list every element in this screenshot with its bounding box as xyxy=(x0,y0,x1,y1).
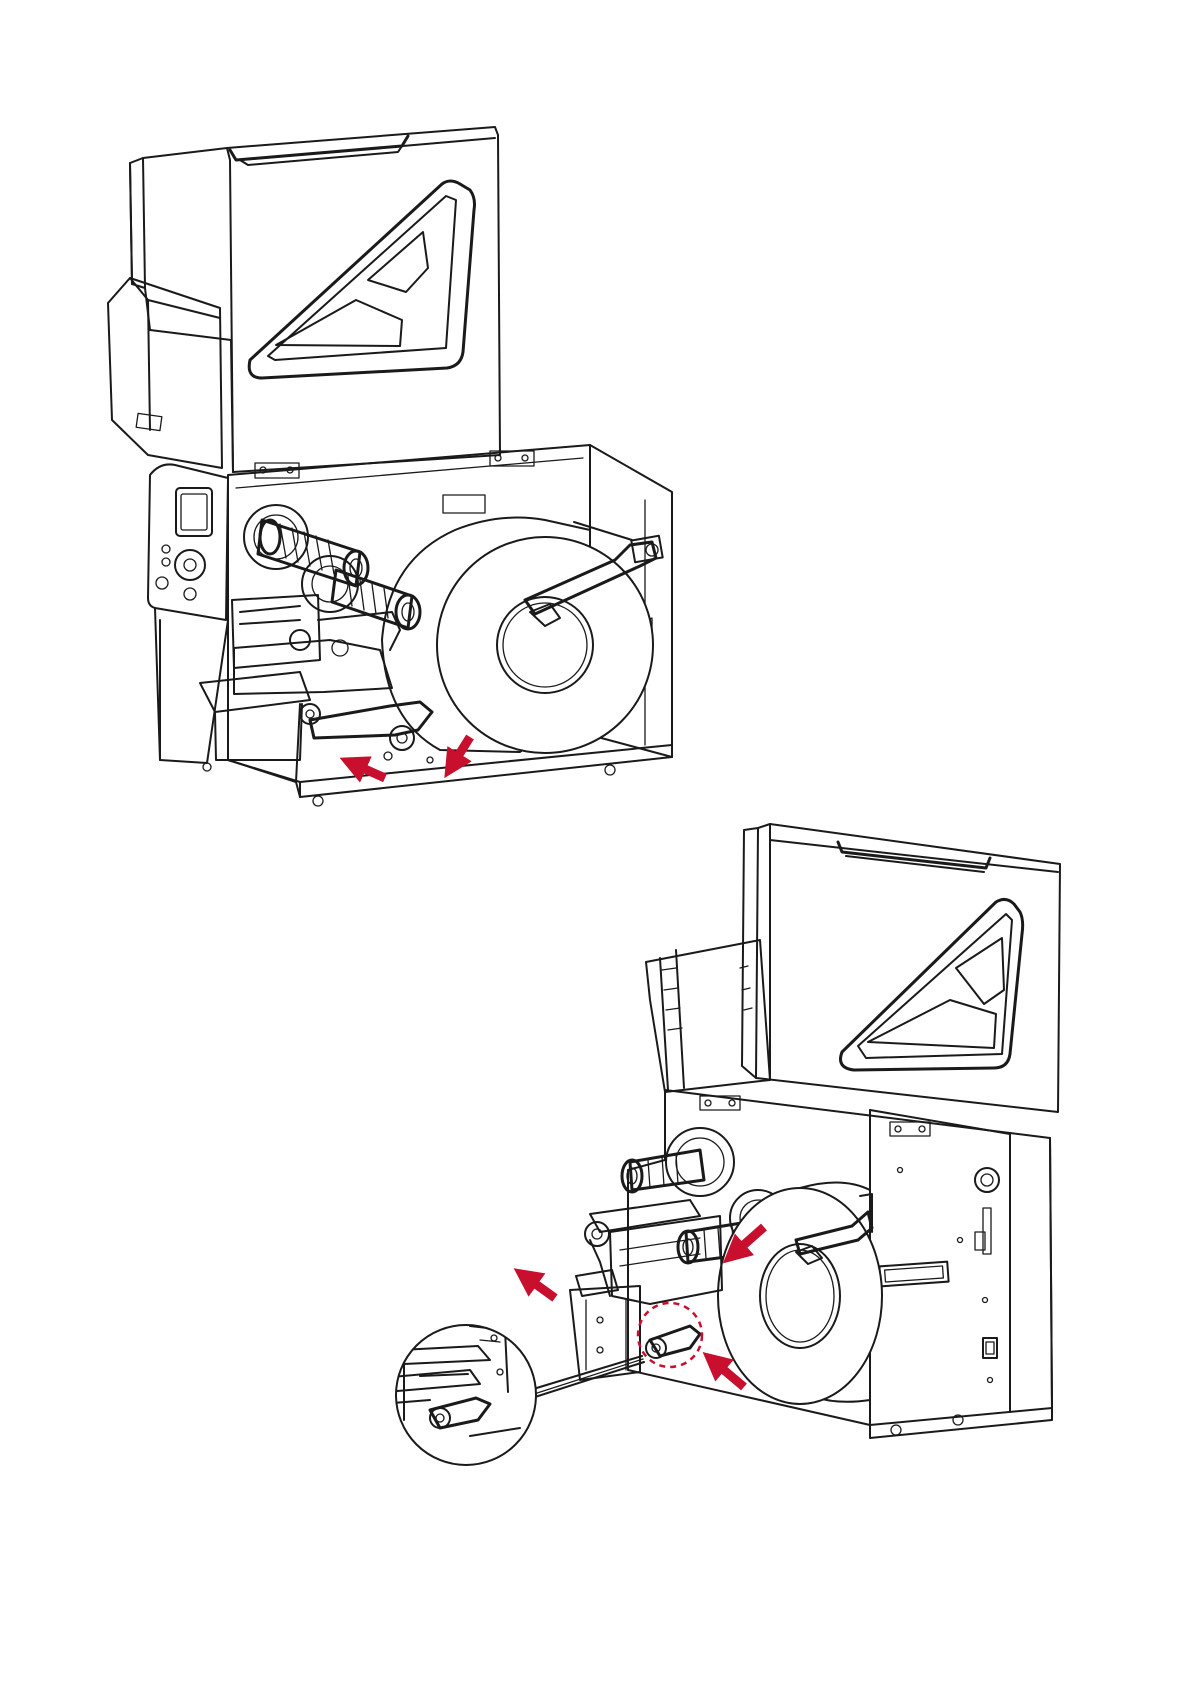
bottom-print-head xyxy=(570,1200,722,1380)
top-red-arrows xyxy=(358,737,470,778)
printer-top-figure xyxy=(108,127,672,806)
bottom-label-roll xyxy=(718,1182,882,1404)
top-control-panel xyxy=(108,278,228,771)
top-open-cover xyxy=(130,127,500,472)
highlight-circle xyxy=(638,1303,702,1367)
magnified-detail xyxy=(380,1325,536,1465)
bottom-open-cover xyxy=(742,824,1060,1112)
bottom-left-tower xyxy=(646,940,770,1092)
top-label-roll xyxy=(382,518,663,753)
arrow-up-left-icon xyxy=(530,1280,555,1298)
printer-bottom-figure xyxy=(380,824,1060,1465)
arrow-down-left-icon xyxy=(455,737,470,761)
